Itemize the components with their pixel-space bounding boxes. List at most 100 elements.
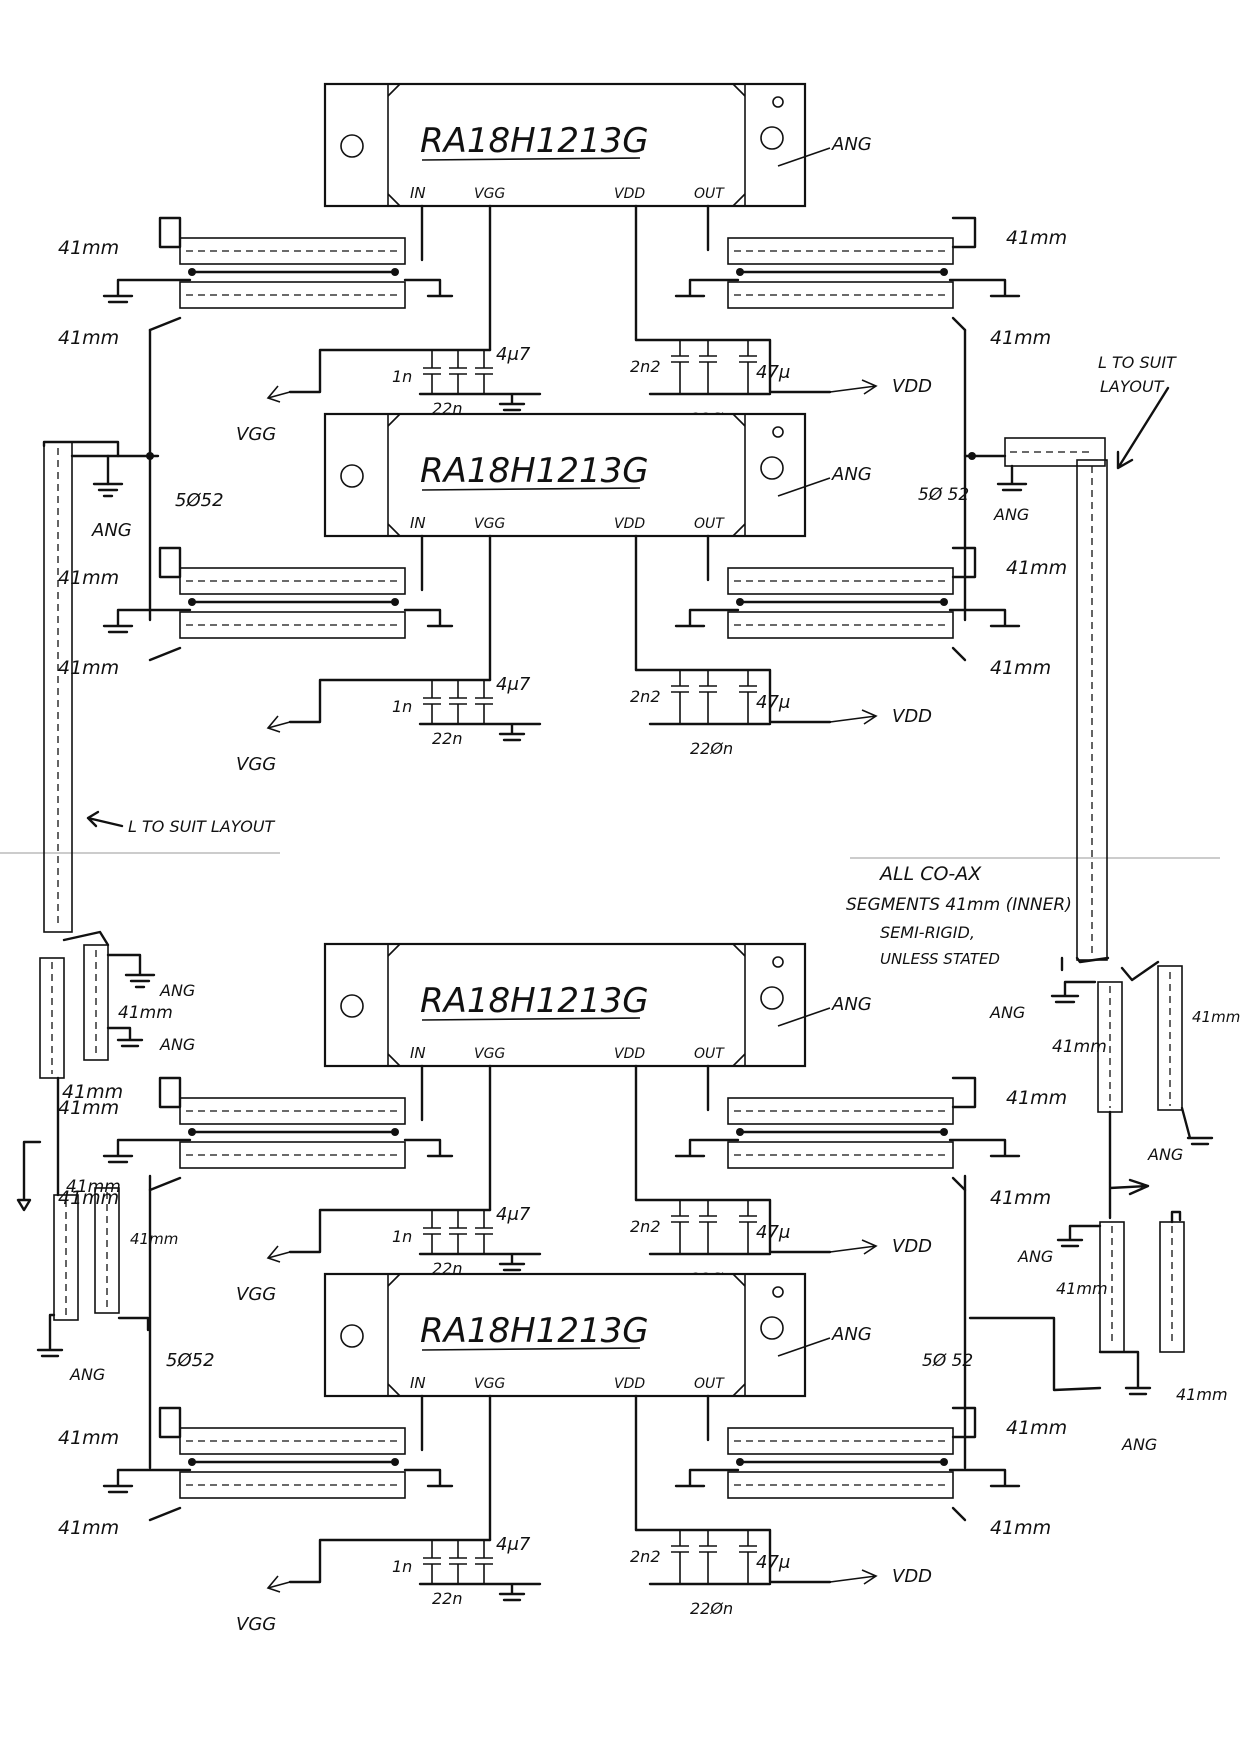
junction: [736, 268, 744, 276]
coax-output-ground-right: [948, 1138, 1021, 1158]
vdd-capacitor-2: [699, 1200, 717, 1254]
coax-input-ground-left: [102, 1138, 192, 1164]
coax-input-ground-right: [403, 1468, 454, 1488]
pair-top-r-right: 5Ø 52: [918, 485, 969, 505]
vgg-capacitor-2: [449, 680, 467, 724]
right-ang-4: ANG: [1121, 1435, 1157, 1454]
vgg-feed: [288, 1538, 492, 1584]
right-l-note-1: L TO SUIT: [1098, 353, 1177, 372]
vdd-capacitor-3: [739, 1200, 757, 1254]
ang-leader: [777, 477, 831, 497]
vgg-cap-2-label: 22n: [432, 729, 463, 748]
pair-top-links: 5Ø52 5Ø 52: [148, 328, 969, 622]
junction: [391, 268, 399, 276]
coax-output-ground-left: [674, 1138, 740, 1158]
mount-hole-small: [772, 426, 784, 438]
coax-output-ground-left: [674, 608, 740, 628]
vgg-feed: [288, 678, 492, 724]
right-ang-3: ANG: [1017, 1247, 1053, 1266]
left-ang-2: ANG: [159, 1035, 195, 1054]
coax-output-loop: [951, 1076, 977, 1109]
coax-input-ground-right: [403, 278, 454, 298]
coax-in-top-label: 41mm: [58, 1097, 119, 1119]
vgg-arrow: [266, 385, 291, 403]
note-line3: SEMI-RIGID,: [880, 923, 975, 942]
coax-out-bot-label: 41mm: [990, 1187, 1051, 1209]
junction: [736, 1458, 744, 1466]
pair-bottom-r-right: 5Ø 52: [922, 1351, 973, 1371]
coax-out-top-label: 41mm: [1006, 1087, 1067, 1109]
coax-output-ground-left: [674, 278, 740, 298]
vgg-arrow: [266, 715, 291, 733]
coax-input-out: [148, 316, 182, 332]
coax-output-ground-left: [674, 1468, 740, 1488]
vgg-capacitor-3: [475, 350, 493, 394]
junction: [188, 1458, 196, 1466]
vdd-cap-3-label: 47μ: [756, 1222, 790, 1243]
vdd-arrow: [829, 709, 878, 725]
vgg-capacitor-2: [449, 350, 467, 394]
vgg-capacitor-1: [423, 680, 441, 724]
vgg-cap-3-label: 4μ7: [496, 344, 531, 365]
module-ang-label: ANG: [831, 1324, 872, 1345]
vgg-cap-3-label: 4μ7: [496, 1204, 531, 1225]
note-line4: UNLESS STATED: [880, 950, 1000, 968]
coax-input-ground-right: [403, 1138, 454, 1158]
coax-input-out: [148, 1506, 182, 1522]
vgg-capacitor-1: [423, 1210, 441, 1254]
coax-in-bot-label: 41mm: [58, 327, 119, 349]
mount-hole-small: [772, 956, 784, 968]
pair-bottom-links: 5Ø52 5Ø 52: [148, 1174, 973, 1470]
coax-in-bot-label: 41mm: [58, 1187, 119, 1209]
vgg-cap-2-label: 22n: [432, 1589, 463, 1608]
junction: [940, 268, 948, 276]
right-coax-1: 41mm: [1052, 1037, 1107, 1057]
mount-hole-small: [772, 96, 784, 108]
coax-input-ground-left: [102, 278, 192, 304]
mount-hole-left: [340, 134, 364, 158]
ang-leader: [777, 1007, 831, 1027]
junction: [188, 1128, 196, 1136]
coax-input-loop: [158, 546, 182, 579]
vdd-arrow: [829, 379, 878, 395]
coax-out-top-label: 41mm: [1006, 557, 1067, 579]
pin-vdd-label: VDD: [614, 1376, 645, 1392]
vgg-label: VGG: [236, 754, 276, 775]
vgg-capacitor-3: [475, 1210, 493, 1254]
note-line1: ALL CO-AX: [878, 863, 982, 885]
right-coax-2: 41mm: [1192, 1008, 1240, 1026]
vdd-capacitor-2: [699, 340, 717, 394]
vdd-arrow: [829, 1239, 878, 1255]
vdd-cap-3-label: 47μ: [756, 692, 790, 713]
junction: [940, 1128, 948, 1136]
vdd-capacitor-1: [671, 1530, 689, 1584]
vdd-arrow: [829, 1569, 878, 1585]
coax-input-pair: [178, 1426, 407, 1500]
module-corner-marks: [387, 1273, 746, 1397]
left-coax-3: 41mm: [66, 1177, 121, 1197]
vdd-capacitor-2: [699, 670, 717, 724]
coax-input-out: [148, 1176, 182, 1192]
mount-hole-right: [760, 1316, 784, 1340]
pair-top-r-left: 5Ø52: [175, 490, 224, 511]
pin-out-label: OUT: [694, 516, 725, 532]
coax-output-loop: [951, 546, 977, 579]
junction: [391, 1128, 399, 1136]
left-combiner: ANG L TO SUIT LAYOUT ANG ANG 41mm 41mm 4…: [16, 440, 276, 1384]
coax-out-bot-label: 41mm: [990, 657, 1051, 679]
vgg-cap-3-label: 4μ7: [496, 674, 531, 695]
coax-output-out: [951, 1176, 967, 1192]
part-underline: [421, 157, 641, 161]
pin-out-label: OUT: [694, 1046, 725, 1062]
part-underline: [421, 487, 641, 491]
vgg-label: VGG: [236, 424, 276, 445]
vdd-capacitor-1: [671, 670, 689, 724]
note-line2: SEGMENTS 41mm (INNER): [846, 895, 1072, 915]
junction: [736, 1128, 744, 1136]
vgg-capacitor-3: [475, 1540, 493, 1584]
coax-output-pair: [726, 1096, 955, 1170]
vdd-cap-2-label: 22Øn: [690, 1599, 733, 1618]
